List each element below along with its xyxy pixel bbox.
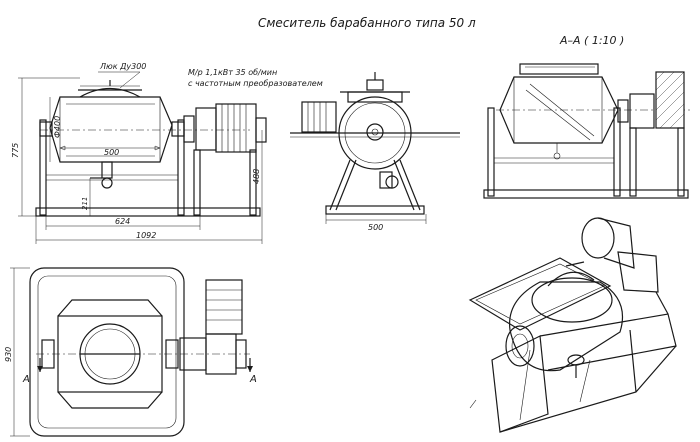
- drive-unit: [183, 103, 267, 153]
- section-label: А–А ( 1:10 ): [559, 34, 624, 47]
- motor-note-line1: М/р 1,1кВт 35 об/мин: [188, 68, 277, 77]
- drawing-title: Смеситель барабанного типа 50 л: [258, 16, 476, 30]
- motor-note-line2: с частотным преобразователем: [188, 79, 323, 88]
- front-view: Люк Ду300 М/р 1,1кВт 35 об/мин с частотн…: [11, 62, 323, 244]
- hatch-label: Люк Ду300: [99, 62, 146, 71]
- top-view: [10, 267, 253, 437]
- dim-outlet-height: 211: [81, 197, 89, 210]
- motor-hatching: [655, 71, 685, 129]
- outlet-valve: [90, 161, 113, 189]
- dim-overall-length: 1092: [136, 231, 156, 240]
- front-dimensions: [18, 77, 263, 244]
- dim-side-base-width: 500: [368, 223, 383, 232]
- section-mark-left: А: [22, 374, 30, 385]
- dim-axis-height: 488: [252, 169, 261, 184]
- dim-diameter: Ф400: [53, 116, 62, 138]
- side-view: [290, 72, 460, 224]
- support-frame: [35, 119, 261, 217]
- dim-base-inner: 624: [115, 217, 130, 226]
- side-frame: [325, 159, 425, 215]
- dim-drum-length: 500: [104, 148, 119, 157]
- section-view: [483, 63, 690, 199]
- dim-top-width: 930: [4, 347, 13, 362]
- drum-hatch: [78, 71, 142, 98]
- side-motor: [301, 101, 337, 133]
- dim-overall-height: 775: [11, 143, 20, 158]
- isometric-view: [468, 217, 677, 433]
- section-mark-right: А: [249, 374, 257, 385]
